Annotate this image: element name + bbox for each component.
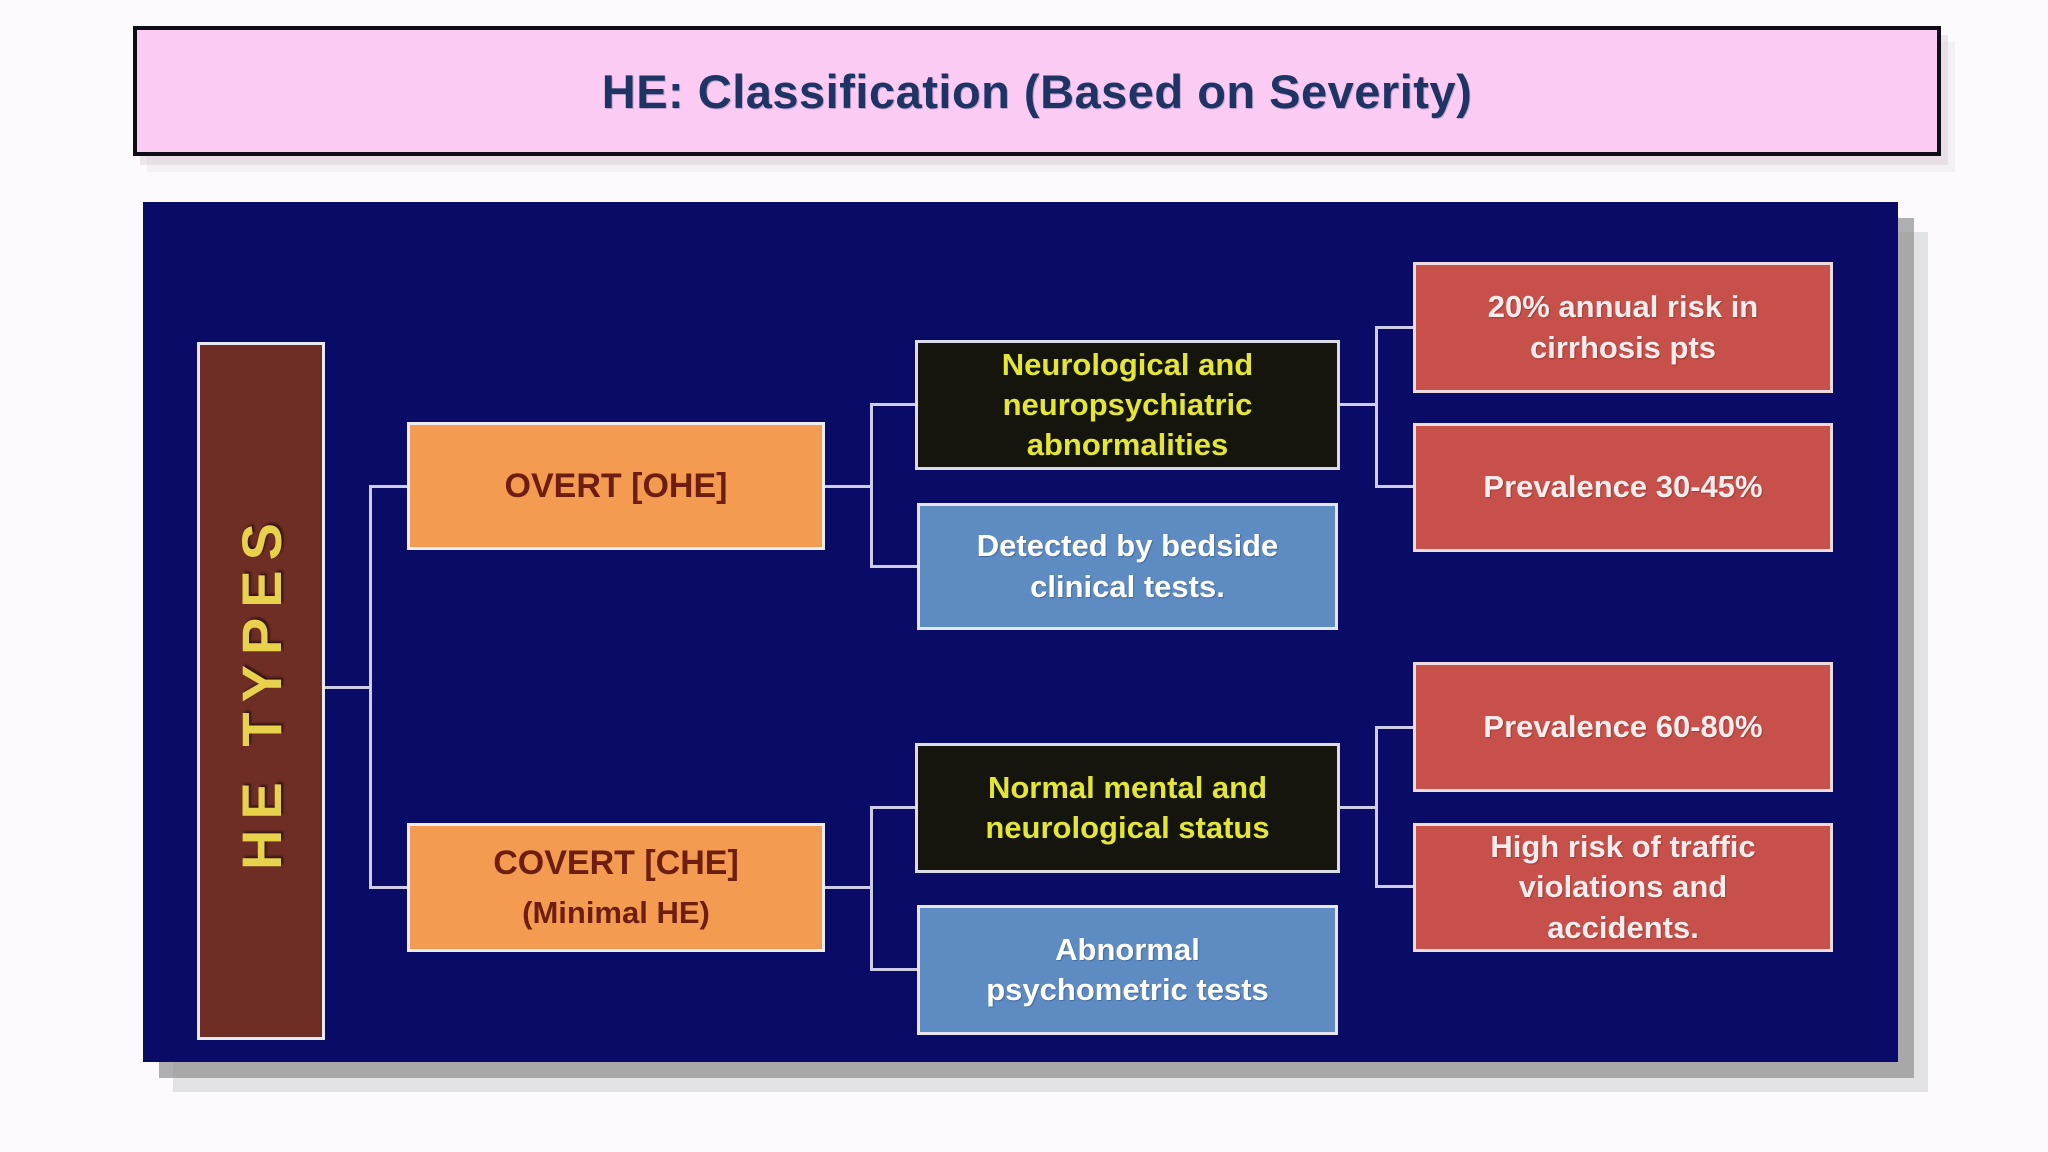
he-types-box: HE TYPES [197,342,325,1040]
connector-stub-neuro-abnormalities [870,403,915,406]
connector-overt-stats-vertical [1375,326,1378,488]
he-types-label: HE TYPES [229,512,293,870]
psychometric-tests-box: Abnormal psychometric tests [917,905,1338,1035]
connector-stub-traffic-risk [1375,885,1413,888]
diagram-panel: HE TYPES OVERT [OHE] COVERT [CHE] (Minim… [143,202,1898,1062]
prevalence-covert-label: Prevalence 60-80% [1483,708,1763,744]
bedside-tests-label: Detected by bedside clinical tests. [976,528,1279,604]
connector-overt-to-features [825,485,870,488]
annual-risk-box: 20% annual risk in cirrhosis pts [1413,262,1833,393]
connector-covert-features-vertical [870,806,873,971]
overt-label: OVERT [OHE] [504,466,728,505]
neuro-abnormalities-label: Neurological and neuropsychiatric abnorm… [1001,347,1254,462]
overt-box: OVERT [OHE] [407,422,825,550]
traffic-risk-label: High risk of traffic violations and acci… [1490,829,1756,945]
neuro-abnormalities-box: Neurological and neuropsychiatric abnorm… [915,340,1340,470]
normal-status-label: Normal mental and neurological status [985,770,1270,845]
normal-status-box: Normal mental and neurological status [915,743,1340,873]
prevalence-overt-label: Prevalence 30-45% [1483,469,1763,505]
prevalence-overt-box: Prevalence 30-45% [1413,423,1833,552]
connector-stub-annual-risk [1375,326,1413,329]
prevalence-covert-box: Prevalence 60-80% [1413,662,1833,792]
covert-box: COVERT [CHE] (Minimal HE) [407,823,825,952]
connector-stub-covert [369,886,407,889]
connector-branch-vertical [369,485,372,889]
connector-status-to-stats [1340,806,1375,809]
bedside-tests-box: Detected by bedside clinical tests. [917,503,1338,630]
connector-covert-stats-vertical [1375,726,1378,888]
connector-stub-prevalence-covert [1375,726,1413,729]
connector-root-to-branch [325,686,369,689]
connector-stub-normal-status [870,806,915,809]
connector-overt-features-vertical [870,403,873,568]
connector-covert-to-features [825,886,870,889]
covert-sublabel: (Minimal HE) [522,895,710,931]
connector-neuro-to-stats [1340,403,1375,406]
traffic-risk-box: High risk of traffic violations and acci… [1413,823,1833,952]
connector-stub-bedside-tests [870,565,917,568]
connector-stub-psychometric-tests [870,968,917,971]
connector-stub-overt [369,485,407,488]
covert-label: COVERT [CHE] [493,843,739,882]
title-banner: HE: Classification (Based on Severity) [133,26,1941,156]
psychometric-tests-label: Abnormal psychometric tests [986,931,1269,1007]
page-title: HE: Classification (Based on Severity) [601,64,1473,118]
connector-stub-prevalence-overt [1375,485,1413,488]
annual-risk-label: 20% annual risk in cirrhosis pts [1487,289,1759,365]
